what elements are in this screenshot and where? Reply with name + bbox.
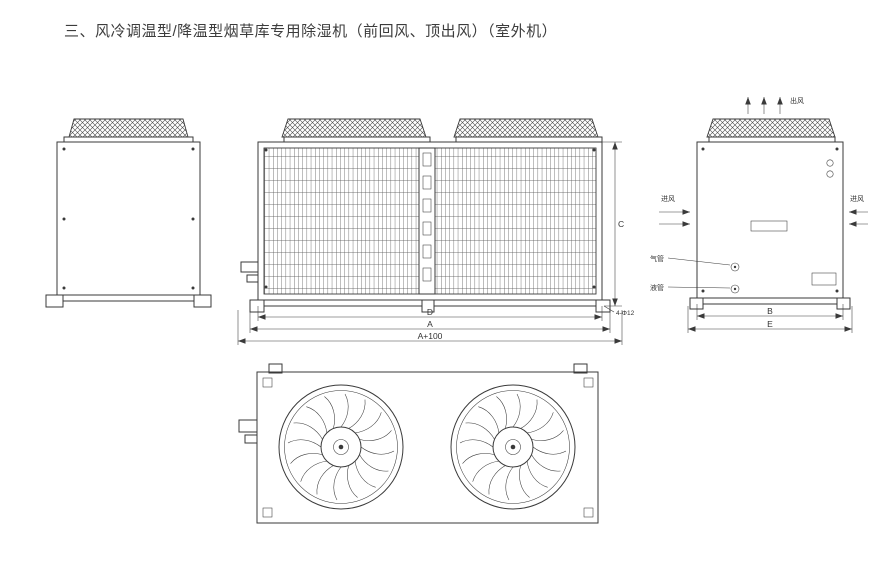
- nameplate: [750, 220, 788, 232]
- foot-right: [193, 294, 212, 308]
- dimension-A: A: [249, 306, 611, 333]
- dim-label-A-plus-100: A+100: [418, 331, 443, 341]
- fan-rail: [708, 136, 836, 143]
- condenser-fan-hatch: [68, 118, 189, 138]
- dimension-D: D: [257, 306, 603, 321]
- dim-label-D: D: [427, 307, 433, 317]
- knob-upper: [826, 159, 834, 167]
- center-divider: [418, 147, 436, 295]
- fan-rail-left: [283, 136, 431, 143]
- tab-top-left: [268, 363, 283, 374]
- gas-pipe-port: [730, 262, 740, 272]
- pipe-stub-lower: [246, 274, 259, 283]
- fan-hatch-left: [281, 118, 427, 138]
- base-rail: [56, 294, 201, 302]
- air-out-label: 出风: [790, 96, 804, 105]
- page-title: 三、风冷调温型/降温型烟草库专用除湿机（前回风、顶出风）（室外机）: [64, 23, 558, 40]
- base-rail: [689, 297, 851, 305]
- coil-grille-right: [434, 147, 597, 295]
- foot-left: [249, 299, 265, 313]
- casing-outline: [256, 371, 599, 524]
- pipe-stub-upper: [238, 419, 258, 433]
- knob-lower: [826, 170, 834, 178]
- tab-top-right: [573, 363, 588, 374]
- dim-label-A: A: [427, 319, 433, 329]
- fan-rail-right: [455, 136, 603, 143]
- dim-label-B: B: [767, 306, 773, 316]
- air-in-left-label: 进风: [661, 195, 675, 203]
- view-front: C D A A+100 4-Φ12: [237, 118, 635, 345]
- view-top: [238, 363, 599, 524]
- foot-left: [689, 297, 704, 310]
- holes-callout-label: 4-Φ12: [616, 310, 635, 317]
- fan-hatch-right: [453, 118, 599, 138]
- gas-pipe-label: 气管: [650, 254, 664, 263]
- coil-grille-left: [263, 147, 420, 295]
- foot-left: [45, 294, 64, 308]
- view-side-left: [45, 118, 212, 308]
- dimension-B: B: [696, 304, 844, 320]
- liquid-pipe-port: [730, 284, 740, 294]
- pipe-stub-upper: [240, 261, 259, 273]
- axial-fan-left: [279, 385, 403, 509]
- axial-fan-right: [451, 385, 575, 509]
- air-in-right-label: 进风: [850, 195, 864, 203]
- dimension-C: C: [602, 141, 624, 307]
- foot-right: [836, 297, 851, 310]
- liquid-pipe-callout: 液管: [650, 283, 740, 294]
- liquid-pipe-label: 液管: [650, 283, 664, 292]
- view-side-right: 出风 进风 进风 气管: [650, 96, 868, 333]
- dim-label-E: E: [767, 319, 773, 329]
- air-in-right: 进风: [849, 195, 868, 227]
- gas-pipe-callout: 气管: [650, 254, 740, 272]
- condenser-fan-hatch: [706, 118, 836, 138]
- cabinet-body: [56, 141, 201, 296]
- air-in-left: 进风: [659, 195, 690, 227]
- holes-callout: 4-Φ12: [603, 305, 635, 317]
- cabinet-body: [696, 141, 844, 299]
- dimension-A-plus-100: A+100: [237, 310, 623, 345]
- air-out-arrows: 出风: [745, 96, 804, 114]
- access-panel: [811, 272, 837, 286]
- pipe-stub-lower: [244, 434, 258, 444]
- foot-middle: [421, 299, 435, 313]
- dim-label-C: C: [618, 219, 624, 229]
- dimension-E: E: [687, 306, 853, 333]
- fan-rail: [63, 136, 194, 143]
